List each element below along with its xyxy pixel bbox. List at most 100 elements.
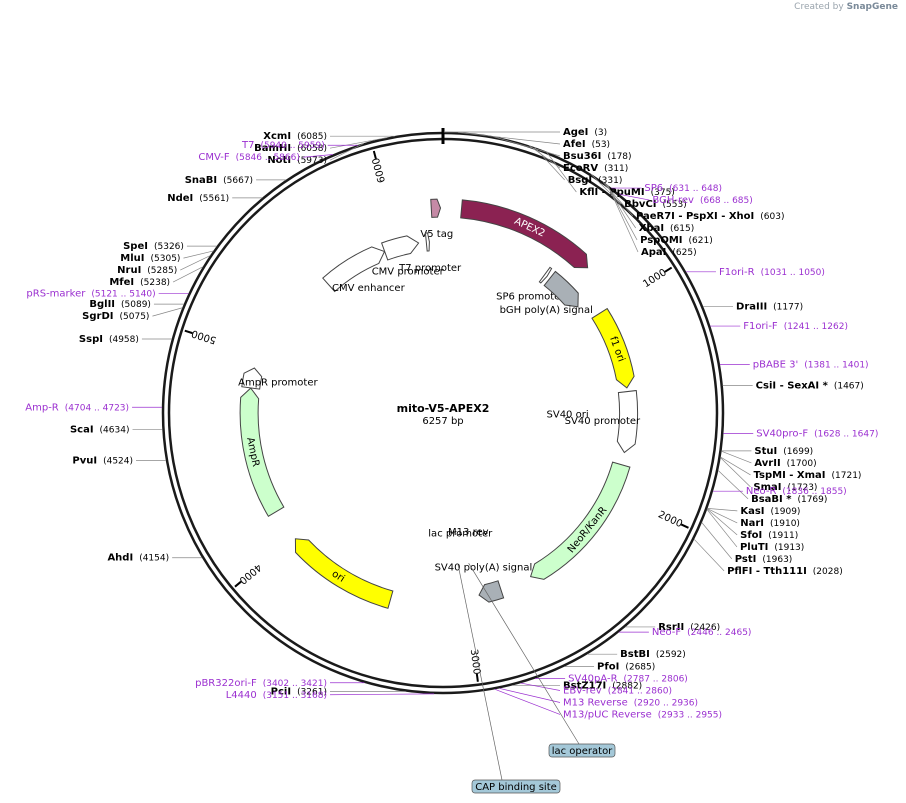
site-name-2: Bsu36I <box>563 151 601 162</box>
boxed-label-1: CAP binding site <box>475 782 557 793</box>
site-pos-30: (4524) <box>103 456 133 466</box>
feature-label-5: SV40 promoter <box>565 416 641 427</box>
site-label-38: SpeI(5326) <box>123 241 184 252</box>
site-label-24: RsrII (2426) <box>658 622 720 633</box>
site-pos-8: (615) <box>670 224 694 234</box>
feature-arrow-9 <box>239 387 285 517</box>
feature-arrow-5 <box>616 389 639 454</box>
site-leader-18 <box>707 507 738 512</box>
site-leader-41 <box>329 143 365 161</box>
boxed-rect-1 <box>471 779 561 794</box>
primer-label-13: pBR322ori-F(3402 .. 3421) <box>195 678 327 689</box>
primer-pos-16: (5846 .. 5866) <box>236 153 300 163</box>
tick-label-4: 5000 <box>190 327 218 345</box>
feature-arrow-6 <box>529 461 631 580</box>
site-leader-21 <box>706 509 738 548</box>
site-pos-37: (5305) <box>151 254 181 264</box>
site-name-24: RsrII <box>658 622 684 633</box>
primer-name-17: T7 <box>241 140 254 151</box>
site-name-25: BstBI <box>620 649 650 660</box>
site-name-10: ApaI <box>641 247 666 258</box>
tick-mark-0 <box>664 266 673 273</box>
site-pos-16: (1723) <box>788 483 818 493</box>
site-label-18: KasI (1909) <box>740 506 800 517</box>
site-pos-13: (1699) <box>783 447 813 457</box>
feature-arrow-10 <box>241 367 263 390</box>
site-label-34: BglII (5089) <box>89 299 151 310</box>
site-label-28: PciI(3261) <box>271 687 327 698</box>
feature-label-12: CMV promoter <box>372 267 445 278</box>
site-label-40: SnaBI(5667) <box>185 175 253 186</box>
site-name-21: PluTI <box>740 542 768 553</box>
site-pos-22: (1963) <box>762 555 792 565</box>
primer-pos-4: (1381 .. 1401) <box>804 360 868 370</box>
site-pos-35: (5238) <box>140 278 170 288</box>
primer-name-9: EBV-rev <box>563 685 602 696</box>
site-name-6: BbvCI <box>624 199 656 210</box>
primer-name-4: pBABE 3' <box>753 359 799 370</box>
site-pos-17: (1769) <box>797 495 827 505</box>
site-label-36: NruI(5285) <box>117 265 177 276</box>
tick-mark-2 <box>475 673 479 682</box>
primer-leader-16 <box>302 154 333 158</box>
site-pos-36: (5285) <box>147 266 177 276</box>
site-name-42: BamHI <box>254 143 291 154</box>
primer-label-1: BGH-rev (668 .. 685) <box>652 195 752 206</box>
primer-leader-1 <box>619 193 650 201</box>
primer-name-6: Neo-R <box>746 486 777 497</box>
site-pos-1: (53) <box>592 140 610 150</box>
site-name-40: SnaBI <box>185 175 217 186</box>
site-label-23: PflFI - Tth111I(2028) <box>727 566 843 577</box>
tick-mark-3 <box>234 580 242 588</box>
inner-label-2: lac promoter <box>428 528 493 539</box>
site-label-41: NotI(5973) <box>267 155 327 166</box>
primer-label-3: F1ori-F(1241 .. 1262) <box>743 321 848 332</box>
primer-pos-1: (668 .. 685) <box>700 196 753 206</box>
site-name-11: DraIII <box>736 301 767 312</box>
site-pos-18: (1909) <box>771 507 801 517</box>
site-name-41: NotI <box>267 155 291 166</box>
site-name-17: BsaBI * <box>751 494 792 505</box>
tick-label-0: 1000 <box>641 267 668 290</box>
feature-arrow-1 <box>430 198 442 218</box>
site-label-15: TspMI - XmaI(1721) <box>754 470 862 481</box>
tick-mark-5 <box>372 150 377 159</box>
primer-labels: SP6(631 .. 648)BGH-rev(668 .. 685)F1ori-… <box>25 140 878 720</box>
site-name-37: MluI <box>120 253 144 264</box>
feature-label-3: bGH poly(A) signal <box>500 305 593 316</box>
site-leader-20 <box>706 508 738 536</box>
site-label-4: BsgI(331) <box>568 175 623 186</box>
site-name-34: BglII <box>89 299 115 310</box>
site-label-17: BsaBI * (1769) <box>751 494 827 505</box>
site-pos-3: (311) <box>604 164 628 174</box>
feature-arrow-12 <box>380 235 420 261</box>
primer-pos-0: (631 .. 648) <box>669 184 722 194</box>
site-pos-26: (2685) <box>625 663 655 673</box>
primer-leader-10 <box>499 687 561 703</box>
primer-pos-2: (1031 .. 1050) <box>761 268 825 278</box>
primer-leader-12 <box>329 693 435 696</box>
site-name-18: KasI <box>740 506 764 517</box>
site-name-31: ScaI <box>70 425 94 436</box>
feature-arrow-7 <box>478 580 505 603</box>
brand-app-name: SnapGene <box>846 2 898 12</box>
primer-label-12: L4440 (3151 .. 3168) <box>226 690 327 701</box>
site-pos-11: (1177) <box>773 302 803 312</box>
boxed-rect-0 <box>548 743 616 758</box>
site-pos-24: (2426) <box>690 623 720 633</box>
primer-pos-12: (3151 .. 3168) <box>263 691 327 701</box>
site-pos-29: (4154) <box>139 554 169 564</box>
primer-name-1: BGH-rev <box>652 195 694 206</box>
primer-pos-11: (2933 .. 2955) <box>658 710 722 720</box>
primer-label-15: pRS-marker(5121 .. 5140) <box>26 289 155 300</box>
site-pos-34: (5089) <box>121 300 151 310</box>
site-name-15: TspMI - XmaI <box>754 470 826 481</box>
primer-name-12: L4440 <box>226 690 257 701</box>
primer-label-6: Neo-R(1836 .. 1855) <box>746 486 847 497</box>
site-label-14: AvrII(1700) <box>754 458 816 469</box>
feature-arrow-3 <box>543 270 579 308</box>
tick-mark-1 <box>680 523 689 529</box>
